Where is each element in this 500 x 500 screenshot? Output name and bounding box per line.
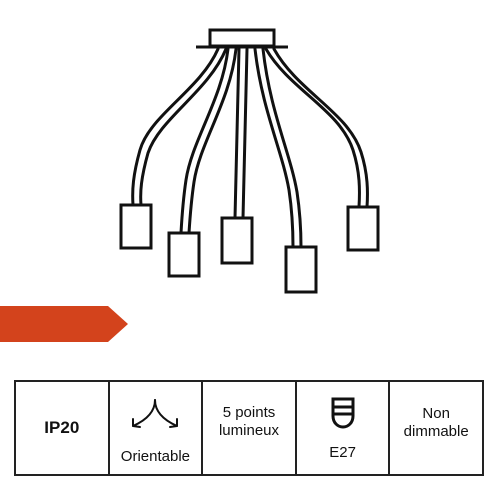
socket-label: E27: [329, 444, 356, 461]
socket-2: [167, 231, 201, 278]
points-line-1: 5 points: [222, 404, 276, 421]
cable-4: [253, 47, 303, 249]
spec-ip-rating: IP20: [16, 382, 110, 474]
cable-1: [131, 47, 228, 207]
accent-arrow-tab: [0, 306, 128, 342]
lamp-sockets: [119, 203, 380, 294]
spec-orientable: Orientable: [110, 382, 204, 474]
spec-socket: E27: [297, 382, 391, 474]
accent-arrow-shape: [0, 306, 128, 342]
orientable-arrows-icon: [132, 399, 179, 428]
pendant-lamp-illustration: [119, 28, 380, 294]
dimmable-line-1: Non: [422, 405, 450, 422]
socket-4: [284, 245, 318, 294]
ceiling-canopy: [196, 28, 288, 49]
socket-3: [220, 216, 254, 265]
spec-dimmable: Non dimmable: [390, 382, 482, 474]
dimmable-line-2: dimmable: [403, 423, 469, 440]
socket-1: [119, 203, 153, 250]
socket-5: [346, 205, 380, 252]
cable-5: [264, 47, 369, 209]
ip-rating-text: IP20: [44, 418, 80, 437]
points-line-2: lumineux: [218, 422, 279, 439]
cable-3: [233, 47, 249, 220]
e27-bulb-socket-icon: [331, 397, 355, 429]
orientable-label: Orientable: [120, 448, 190, 465]
cables: [131, 47, 369, 249]
spec-light-points: 5 points lumineux: [203, 382, 297, 474]
spec-table: IP20 Orientable 5 points lumineux E27 No…: [14, 380, 484, 476]
cable-2: [179, 47, 238, 235]
